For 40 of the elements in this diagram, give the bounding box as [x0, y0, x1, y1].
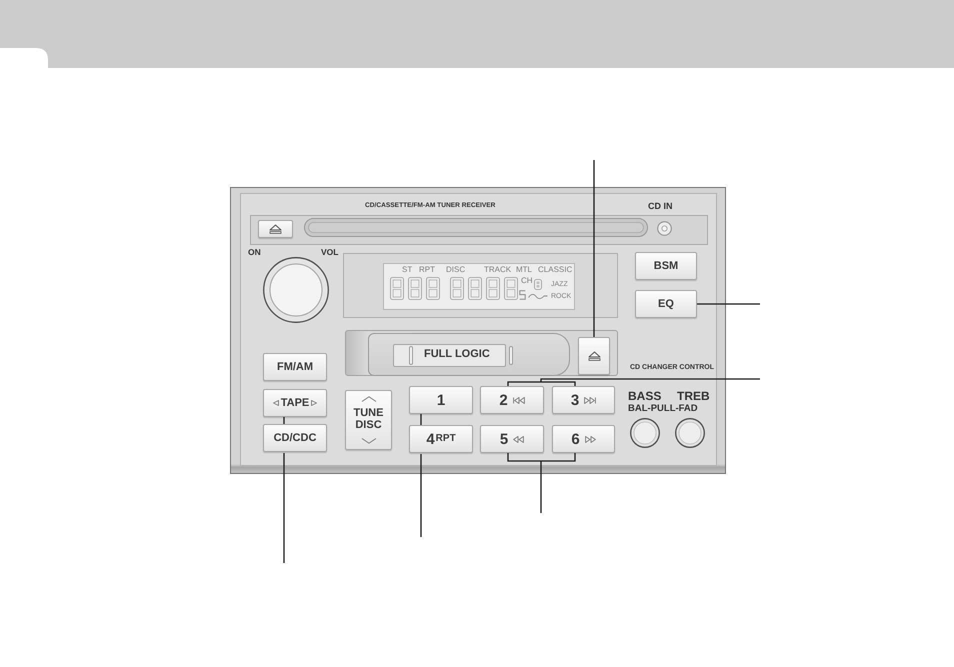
deck-label: FULL LOGIC	[424, 349, 490, 360]
knob-label: VOL	[321, 248, 338, 256]
mode-button: EQ	[635, 290, 697, 318]
leader-line	[593, 160, 595, 337]
preset-button: 3	[552, 386, 615, 414]
leader-line	[420, 413, 422, 538]
leader-line	[507, 453, 541, 462]
jack-label: CD IN	[648, 202, 672, 211]
source-button: FM/AM	[263, 353, 327, 381]
leader-line	[697, 303, 760, 305]
radio-faceplate	[230, 187, 726, 474]
preset-button: 1	[409, 386, 473, 414]
leader-line	[283, 416, 285, 564]
leader-line	[541, 381, 576, 386]
leader-line	[541, 453, 576, 462]
knob-label: BAL-PULL-FAD	[628, 404, 698, 414]
indicator-label: RPT	[419, 266, 435, 274]
indicator-label: DISC	[446, 266, 466, 274]
source-button: CD/CDC	[263, 424, 327, 452]
preset-button: 6	[552, 425, 615, 453]
eject-button	[258, 220, 293, 238]
leader-line	[540, 461, 542, 513]
knob-label: ON	[248, 248, 261, 256]
preset-button: 5	[480, 425, 544, 453]
eject-button	[578, 337, 610, 375]
indicator-label: MTL	[516, 266, 532, 274]
leader-line	[507, 381, 541, 386]
tune-button: TUNE DISC	[345, 390, 392, 450]
indicator-label: CLASSIC	[538, 266, 572, 274]
cassette-door	[368, 333, 570, 376]
leader-line	[540, 378, 760, 382]
preset-button: 2	[480, 386, 544, 414]
indicator-label: TRACK	[484, 266, 512, 274]
mode-button: BSM	[635, 252, 697, 280]
knob-label: BASS	[628, 390, 662, 402]
indicator-label: ST	[402, 266, 412, 274]
knob-label: TREB	[677, 390, 710, 402]
indicator-label: CH	[521, 277, 533, 285]
lcd-display	[383, 263, 575, 310]
source-button: TAPE	[263, 389, 327, 417]
